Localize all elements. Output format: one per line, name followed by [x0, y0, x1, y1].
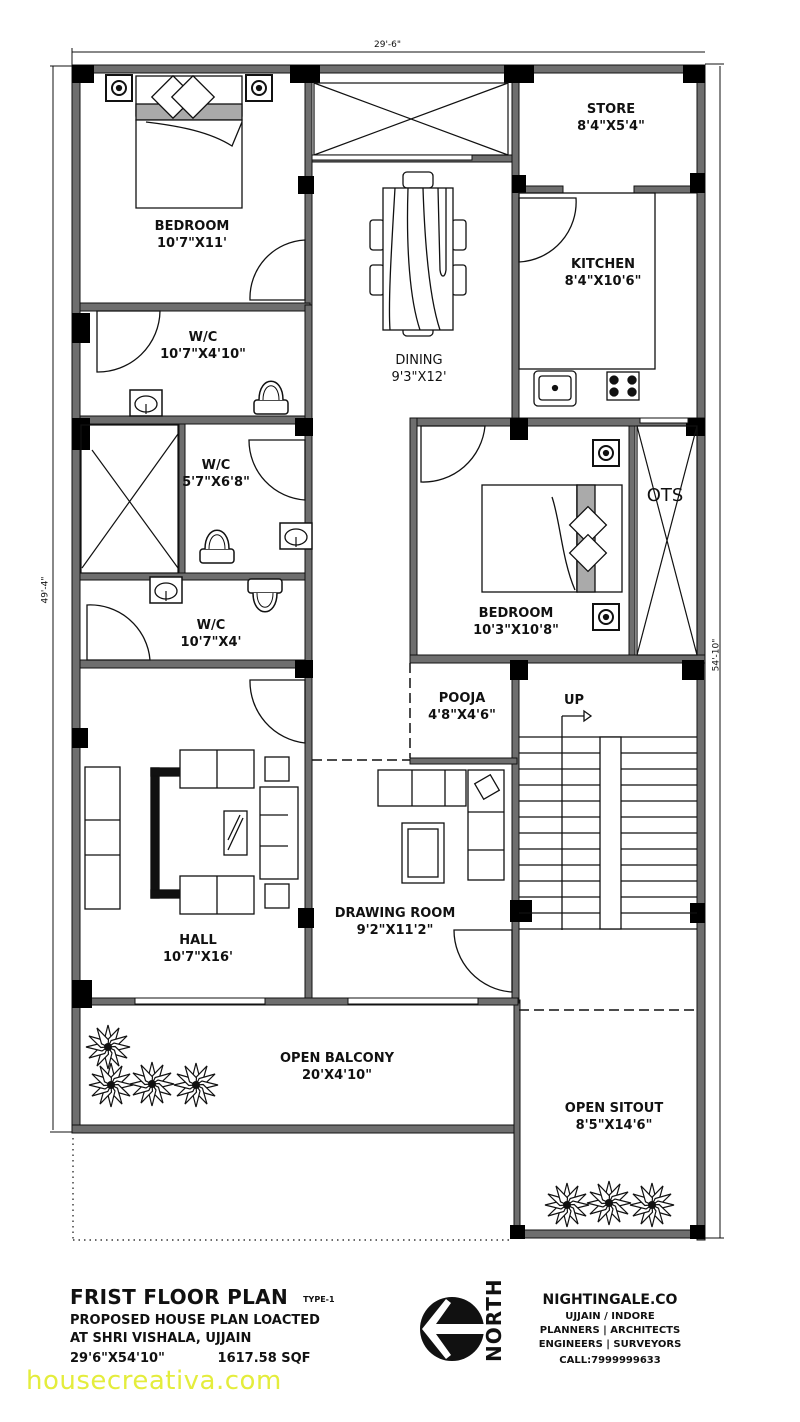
kitchen-fixtures [518, 192, 656, 407]
room-dimension: 4'8"X4'6" [428, 708, 496, 723]
room-dimension: 10'7"X4'10" [160, 347, 246, 362]
dashed-lines [312, 663, 697, 1011]
top-width-dimension: 29'-6" [374, 40, 402, 50]
watermark: housecreativa.com [26, 1366, 282, 1396]
room-name: W/C [201, 458, 231, 473]
room-label-hall: HALL 10'7"X16' [163, 932, 233, 966]
room-dimension: 8'5"X14'6" [575, 1118, 653, 1133]
plot-size: 29'6"X54'10" [70, 1351, 165, 1366]
room-dimension: 10'3"X10'8" [473, 623, 559, 638]
room-label-store: STORE 8'4"X5'4" [577, 101, 645, 135]
room-dimension: 10'7"X11' [157, 236, 227, 251]
plot-boundary [72, 1138, 510, 1241]
room-dimension: 8'4"X5'4" [577, 119, 645, 134]
stairs-up-label: UP [563, 693, 585, 708]
plot-area: 1617.58 SQF [217, 1351, 311, 1366]
plan-description-line-1: PROPOSED HOUSE PLAN LOACTED [70, 1313, 320, 1328]
room-label-drawing-room: DRAWING ROOM 9'2"X11'2" [335, 905, 456, 939]
room-dimension: 10'7"X4' [180, 635, 242, 650]
room-name: W/C [188, 330, 218, 345]
room-name: OPEN SITOUT [564, 1101, 664, 1116]
room-name: W/C [196, 618, 226, 633]
title-block: FRIST FLOOR PLAN TYPE-1 PROPOSED HOUSE P… [70, 1285, 335, 1366]
room-dimension: 8'4"X10'6" [564, 274, 642, 289]
room-name: BEDROOM [154, 219, 230, 234]
room-label-wc-1: W/C 10'7"X4'10" [160, 329, 246, 363]
room-dimension: 9'2"X11'2" [356, 923, 434, 938]
room-dimension: 5'7"X6'8" [182, 475, 250, 490]
room-name: OPEN BALCONY [279, 1051, 395, 1066]
room-label-open-sitout: OPEN SITOUT 8'5"X14'6" [565, 1100, 663, 1134]
room-name: DINING [395, 353, 443, 368]
right-height-dimension: 54'-10" [711, 638, 722, 672]
room-dimension: 9'3"X12' [391, 370, 447, 385]
room-label-kitchen: KITCHEN 8'4"X10'6" [565, 256, 642, 290]
north-arrow-icon [420, 1297, 484, 1361]
columns [72, 65, 705, 1239]
doors [86, 197, 577, 993]
bedroom1-furniture [105, 74, 273, 209]
room-name: OTS [646, 485, 684, 506]
firm-city: UJJAIN / INDORE [565, 1311, 655, 1322]
hall-furniture [84, 749, 299, 915]
staircase [519, 709, 697, 930]
room-label-pooja: POOJA 4'8"X4'6" [428, 690, 496, 724]
room-name: HALL [179, 933, 217, 948]
firm-services-2: ENGINEERS | SURVEYORS [538, 1339, 682, 1350]
room-name: STORE [586, 102, 636, 117]
plan-description-line-2: AT SHRI VISHALA, UJJAIN [70, 1331, 252, 1346]
room-dimension: 20'X4'10" [302, 1068, 372, 1083]
plan-title: FRIST FLOOR PLAN [70, 1285, 288, 1309]
room-name: DRAWING ROOM [334, 906, 456, 921]
left-height-dimension: 49'-4" [40, 576, 51, 604]
room-name: KITCHEN [571, 257, 635, 272]
room-label-bedroom-1: BEDROOM 10'7"X11' [155, 218, 230, 252]
room-label-wc-3: W/C 10'7"X4' [181, 617, 242, 651]
firm-phone: CALL:7999999633 [559, 1355, 661, 1366]
room-label-wc-2: W/C 5'7"X6'8" [182, 457, 250, 491]
drawing-room-furniture [377, 769, 505, 884]
room-label-ots: OTS [646, 485, 684, 506]
firm-info: NIGHTINGALE.CO UJJAIN / INDORE PLANNERS … [520, 1290, 700, 1368]
bedroom2-furniture [481, 439, 623, 631]
room-label-open-balcony: OPEN BALCONY 20'X4'10" [280, 1050, 394, 1084]
void-cutouts [80, 82, 698, 656]
windows [134, 154, 689, 1005]
plan-type: TYPE-1 [303, 1295, 335, 1304]
plan-size-area: 29'6"X54'10" 1617.58 SQF [70, 1351, 335, 1366]
room-dimension: 10'7"X16' [163, 950, 233, 965]
dining-furniture [369, 171, 467, 337]
room-label-bedroom-2: BEDROOM 10'3"X10'8" [473, 605, 559, 639]
room-name: BEDROOM [478, 606, 554, 621]
north-label: NORTH [482, 1278, 506, 1362]
room-name: POOJA [438, 691, 486, 706]
room-label-dining: DINING 9'3"X12' [391, 352, 446, 386]
firm-services-1: PLANNERS | ARCHITECTS [539, 1325, 681, 1336]
firm-name: NIGHTINGALE.CO [542, 1292, 678, 1308]
dimension-lines [50, 48, 724, 1239]
